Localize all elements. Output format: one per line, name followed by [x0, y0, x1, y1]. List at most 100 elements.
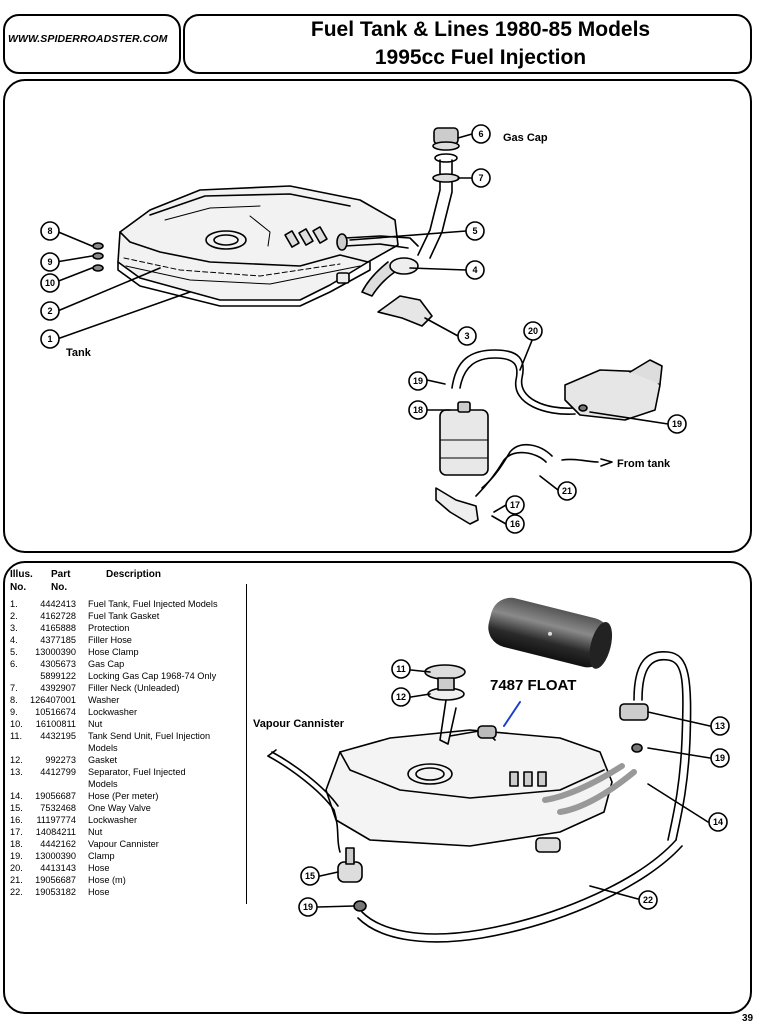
- row-part-no: 11197774: [36, 815, 76, 825]
- callout-11: 11: [396, 664, 406, 674]
- row-description: Locking Gas Cap 1968-74 Only: [88, 671, 217, 681]
- callout-20: 20: [528, 326, 538, 336]
- row-illus-no: 10.: [10, 719, 23, 729]
- callout-22: 22: [643, 895, 653, 905]
- row-part-no: 13000390: [35, 647, 76, 657]
- row-part-no: 13000390: [35, 851, 76, 861]
- row-part-no: 14084211: [35, 827, 76, 837]
- callout-1: 1: [47, 334, 52, 344]
- gas-cap-label: Gas Cap: [503, 132, 548, 144]
- float-label: 7487 FLOAT: [490, 677, 576, 694]
- row-illus-no: 20.: [10, 863, 23, 873]
- callout-9: 9: [47, 257, 52, 267]
- header-part: Part: [51, 569, 71, 580]
- from-tank-label: From tank: [617, 458, 671, 470]
- callout-10: 10: [45, 278, 55, 288]
- row-illus-no: 18.: [10, 839, 23, 849]
- callout-19: 19: [413, 376, 423, 386]
- header-description: Description: [106, 569, 162, 580]
- header-illus: Illus.: [10, 569, 33, 580]
- row-part-no: 4377185: [40, 635, 76, 645]
- row-illus-no: 13.: [10, 767, 23, 777]
- row-part-no: 4442413: [40, 599, 76, 609]
- callout-15: 15: [305, 871, 315, 881]
- row-illus-no: 1.: [10, 599, 18, 609]
- row-part-no: 19056687: [35, 791, 76, 801]
- row-part-no: 4162728: [40, 611, 76, 621]
- row-description: Gasket: [88, 755, 118, 765]
- row-description: Separator, Fuel Injected: [88, 767, 186, 777]
- row-description: Filler Neck (Unleaded): [88, 683, 180, 693]
- row-part-no: 992273: [45, 755, 76, 765]
- row-part-no: 4392907: [40, 683, 76, 693]
- callout-8: 8: [47, 226, 52, 236]
- page-subtitle: 1995cc Fuel Injection: [374, 46, 587, 69]
- row-illus-no: 7.: [10, 683, 18, 693]
- row-part-no: 5899122: [40, 671, 76, 681]
- row-illus-no: 3.: [10, 623, 18, 633]
- table-divider: [246, 584, 247, 904]
- row-part-no: 16100811: [35, 719, 76, 729]
- row-description: Models: [88, 743, 118, 753]
- row-part-no: 19053182: [35, 887, 76, 897]
- row-part-no: 7532468: [40, 803, 76, 813]
- row-illus-no: 22.: [10, 887, 23, 897]
- row-illus-no: 2.: [10, 611, 18, 621]
- row-illus-no: 4.: [10, 635, 18, 645]
- row-description: Lockwasher: [88, 815, 138, 825]
- row-part-no: 4412799: [40, 767, 76, 777]
- fuel-tank-drawing: [117, 185, 399, 307]
- callout-12: 12: [396, 692, 406, 702]
- row-part-no: 10516674: [35, 707, 76, 717]
- row-part-no: 4442162: [40, 839, 76, 849]
- callout-19: 19: [672, 419, 682, 429]
- row-part-no: 4165888: [40, 623, 76, 633]
- page-title: Fuel Tank & Lines 1980-85 Models: [310, 18, 651, 41]
- callout-14: 14: [713, 817, 723, 827]
- callout-19: 19: [715, 753, 725, 763]
- callout-13: 13: [715, 721, 725, 731]
- row-illus-no: 9.: [10, 707, 18, 717]
- row-description: Hose (Per meter): [88, 791, 159, 801]
- row-description: Hose (m): [88, 875, 126, 885]
- site-url[interactable]: WWW.SPIDERROADSTER.COM: [8, 33, 168, 45]
- callout-16: 16: [510, 519, 520, 529]
- row-part-no: 126407001: [30, 695, 76, 705]
- header-part-no: No.: [51, 582, 68, 593]
- row-illus-no: 11.: [10, 731, 23, 741]
- installed-tank-drawing: [325, 729, 613, 853]
- callout-18: 18: [413, 405, 423, 415]
- callout-6: 6: [478, 129, 483, 139]
- row-illus-no: 6.: [10, 659, 18, 669]
- header-illus-no: No.: [10, 582, 27, 593]
- row-description: Hose: [88, 887, 110, 897]
- callout-21: 21: [562, 486, 572, 496]
- row-description: Fuel Tank, Fuel Injected Models: [88, 599, 218, 609]
- row-illus-no: 5.: [10, 647, 18, 657]
- callout-19: 19: [303, 902, 313, 912]
- row-description: Hose Clamp: [88, 647, 139, 657]
- callout-3: 3: [464, 331, 469, 341]
- row-description: Protection: [88, 623, 130, 633]
- site-url-box: [3, 14, 181, 74]
- row-illus-no: 15.: [10, 803, 23, 813]
- callout-17: 17: [510, 500, 520, 510]
- exploded-diagram-panel: [3, 79, 752, 553]
- float-photo: [488, 597, 613, 669]
- row-illus-no: 8.: [10, 695, 18, 705]
- row-part-no: 4432195: [40, 731, 76, 741]
- callout-7: 7: [478, 173, 483, 183]
- row-part-no: 4413143: [40, 863, 76, 873]
- row-description: One Way Valve: [88, 803, 151, 813]
- row-description: Models: [88, 779, 118, 789]
- row-illus-no: 16.: [10, 815, 23, 825]
- title-box: [183, 14, 752, 74]
- callout-2: 2: [47, 306, 52, 316]
- row-description: Hose: [88, 863, 110, 873]
- row-description: Nut: [88, 827, 103, 837]
- page-number: 39: [742, 1013, 754, 1024]
- row-description: Gas Cap: [88, 659, 125, 669]
- row-illus-no: 19.: [10, 851, 23, 861]
